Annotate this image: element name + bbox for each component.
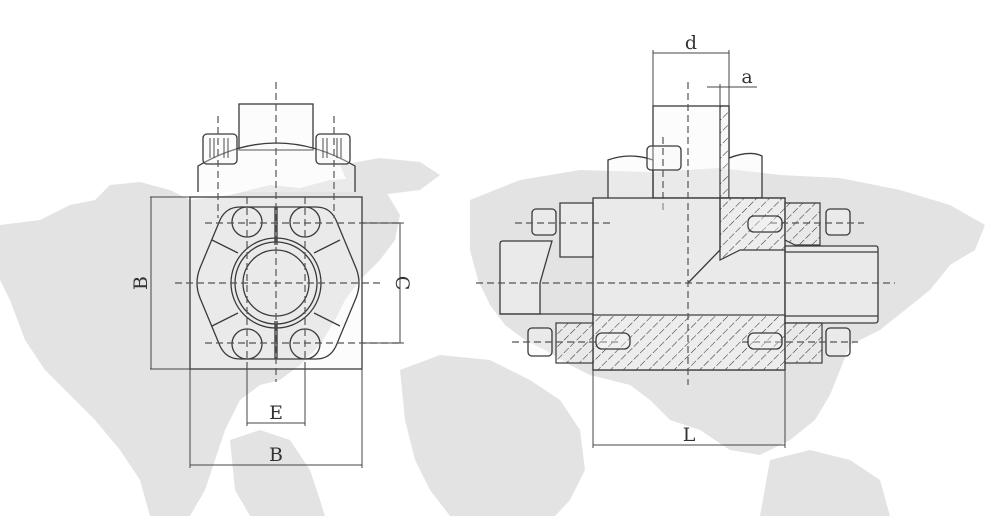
dimension-label-e: E [269,402,283,424]
front-view [175,82,400,382]
dimension-label-l: L [683,424,696,446]
dimension-label-b-vertical: B [130,276,152,290]
dimension-label-c: C [391,276,413,291]
world-map-background [0,158,985,516]
section-view-dimensions [592,50,786,448]
dimension-label-a: a [741,66,752,88]
front-view-dimensions [150,196,404,468]
dimension-label-d: d [685,32,697,54]
dimension-label-b-horizontal: B [269,444,283,466]
section-view [476,82,895,385]
